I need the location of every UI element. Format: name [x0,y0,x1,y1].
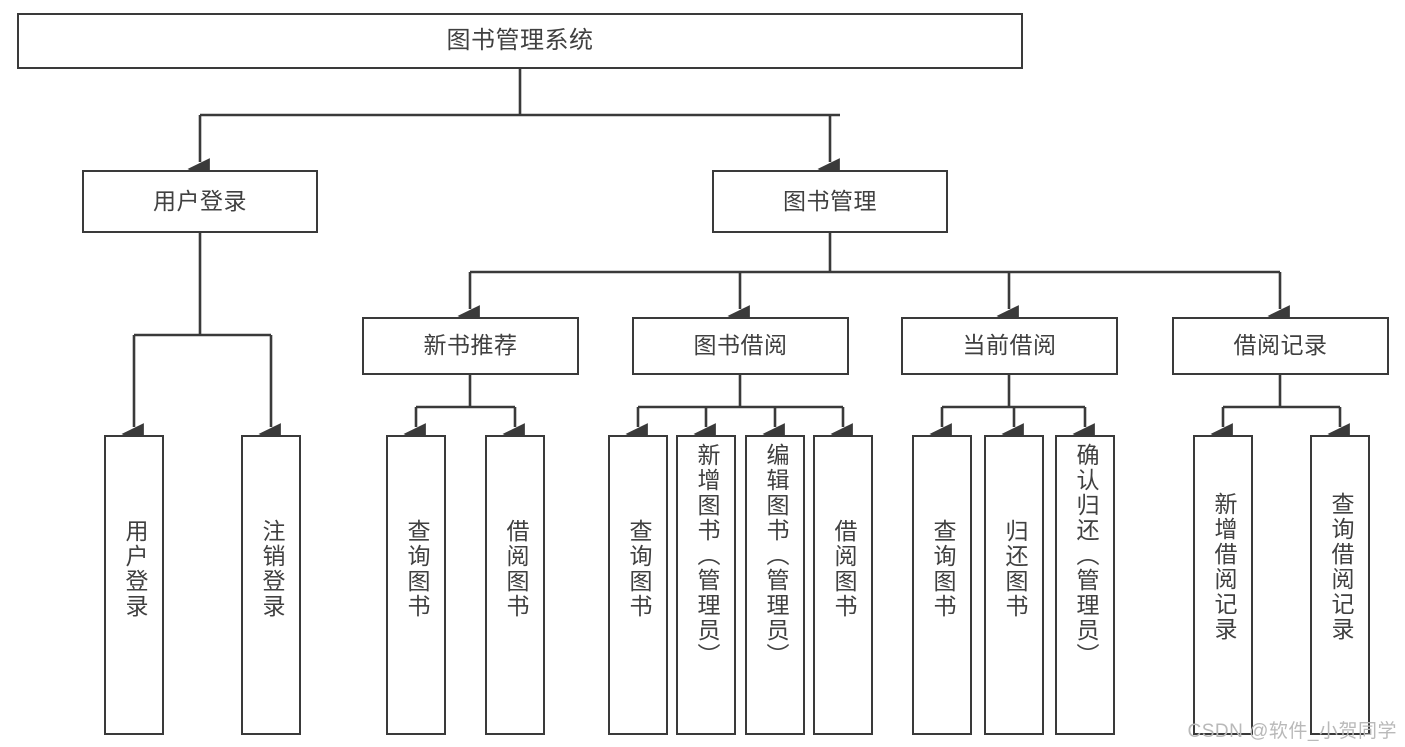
node-leaf-query-book-1-label: 查询图书 [403,519,430,619]
node-book-manage[interactable]: 图书管理 [712,170,948,233]
node-leaf-query-book-1[interactable]: 查询图书 [386,435,446,735]
node-leaf-query-record[interactable]: 查询借阅记录 [1310,435,1370,735]
node-leaf-confirm-return-label: 确认归还（管理员） [1072,443,1099,668]
node-leaf-add-record[interactable]: 新增借阅记录 [1193,435,1253,735]
node-leaf-user-logout[interactable]: 注销登录 [241,435,301,735]
node-leaf-borrow-book-2-label: 借阅图书 [830,519,857,619]
node-leaf-borrow-book-1[interactable]: 借阅图书 [485,435,545,735]
node-leaf-query-book-2[interactable]: 查询图书 [608,435,668,735]
node-root-label: 图书管理系统 [446,26,594,54]
node-root[interactable]: 图书管理系统 [17,13,1023,69]
node-book-manage-label: 图书管理 [783,187,877,214]
node-new-book-recommend[interactable]: 新书推荐 [362,317,579,375]
node-leaf-add-book[interactable]: 新增图书（管理员） [676,435,736,735]
node-leaf-confirm-return[interactable]: 确认归还（管理员） [1055,435,1115,735]
watermark: CSDN @软件_小贺同学 [1187,721,1397,742]
node-leaf-edit-book-label: 编辑图书（管理员） [762,443,789,668]
node-user-login[interactable]: 用户登录 [82,170,318,233]
node-leaf-user-logout-label: 注销登录 [258,519,285,619]
node-user-login-label: 用户登录 [153,187,247,214]
node-book-borrow-label: 图书借阅 [693,332,788,359]
node-book-borrow[interactable]: 图书借阅 [632,317,849,375]
node-leaf-query-book-3-label: 查询图书 [929,519,956,619]
node-leaf-return-book-label: 归还图书 [1001,519,1028,619]
node-leaf-user-login-label: 用户登录 [121,519,148,619]
node-leaf-add-book-label: 新增图书（管理员） [693,443,720,668]
node-current-borrow[interactable]: 当前借阅 [901,317,1118,375]
node-leaf-return-book[interactable]: 归还图书 [984,435,1044,735]
node-borrow-record[interactable]: 借阅记录 [1172,317,1389,375]
node-current-borrow-label: 当前借阅 [962,332,1057,359]
node-new-book-recommend-label: 新书推荐 [423,332,518,359]
node-leaf-borrow-book-1-label: 借阅图书 [502,519,529,619]
node-borrow-record-label: 借阅记录 [1233,332,1328,359]
node-leaf-query-record-label: 查询借阅记录 [1327,492,1354,642]
node-leaf-user-login[interactable]: 用户登录 [104,435,164,735]
node-leaf-query-book-3[interactable]: 查询图书 [912,435,972,735]
node-leaf-edit-book[interactable]: 编辑图书（管理员） [745,435,805,735]
node-leaf-query-book-2-label: 查询图书 [625,519,652,619]
node-leaf-add-record-label: 新增借阅记录 [1210,492,1237,642]
node-leaf-borrow-book-2[interactable]: 借阅图书 [813,435,873,735]
